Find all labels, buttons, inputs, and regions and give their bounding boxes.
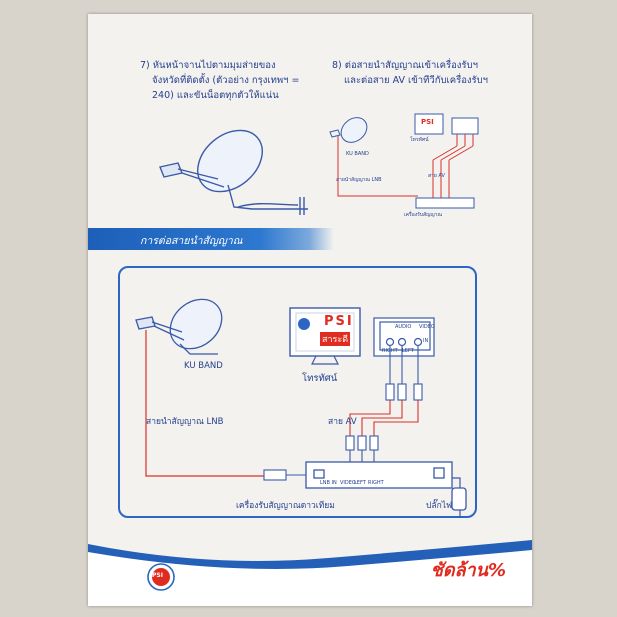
step8-line1: 8) ต่อสายนำสัญญาณเข้าเครื่องรับฯ bbox=[332, 60, 478, 71]
tv-back-panel bbox=[373, 317, 435, 357]
satellite-receiver bbox=[305, 461, 453, 489]
mini-tv-logo: PSI bbox=[421, 118, 434, 126]
step7-dish-illustration bbox=[159, 129, 308, 215]
step8-line2: และต่อสาย AV เข้าทีวีกับเครื่องรับฯ bbox=[344, 75, 489, 86]
manual-page: 7) หันหน้าจานไปตามมุมส่ายของ จังหวัดที่ต… bbox=[88, 14, 532, 606]
lnb-connector bbox=[263, 469, 306, 481]
satellite-dish bbox=[135, 298, 223, 355]
brand-slogan: ชัดล้าน% bbox=[430, 560, 506, 581]
receiver-label: เครื่องรับสัญญาณดาวเทียม bbox=[236, 501, 335, 511]
tv-channel: สาระดี bbox=[320, 332, 351, 346]
receiver-port-lnb: LNB IN bbox=[320, 480, 337, 486]
in-port-label: IN bbox=[423, 338, 429, 344]
tv-label: โทรทัศน์ bbox=[302, 373, 338, 384]
step8-mini-diagram: PSI bbox=[329, 113, 479, 209]
plug-label: ปลั๊กไฟ bbox=[426, 501, 453, 511]
mini-tv-label: โทรทัศน์ bbox=[410, 137, 429, 143]
left-port-label: LEFT bbox=[402, 348, 414, 354]
section-title: การต่อสายนำสัญญาณ bbox=[140, 235, 243, 247]
dish-label: KU BAND bbox=[184, 361, 223, 371]
connection-diagram bbox=[135, 298, 467, 518]
audio-port-label: AUDIO bbox=[395, 324, 412, 330]
psi-logo-text: PSI bbox=[152, 572, 163, 579]
mini-av-label: สาย AV bbox=[428, 173, 445, 179]
lnb-cable-label: สายนำสัญญาณ LNB bbox=[146, 417, 224, 427]
psi-logo-icon bbox=[147, 563, 175, 591]
tv-brand: PSI bbox=[324, 314, 354, 329]
av-cable-red-lines bbox=[349, 400, 419, 436]
right-port-label: RIGHT bbox=[382, 348, 398, 354]
mini-receiver-label: เครื่องรับสัญญาณ bbox=[404, 212, 443, 218]
power-plug-icon bbox=[451, 487, 467, 511]
section-banner: การต่อสายนำสัญญาณ bbox=[88, 228, 334, 250]
footer-swoosh bbox=[88, 540, 532, 606]
lnb-cable bbox=[145, 330, 264, 477]
step7-line3: 240) และขันน็อตทุกตัวให้แน่น bbox=[152, 90, 279, 101]
receiver-port-left: LEFT bbox=[354, 480, 366, 486]
mini-dish-label: KU BAND bbox=[346, 151, 369, 157]
mini-lnb-label: สายนำสัญญาณ LNB bbox=[336, 177, 382, 183]
step7-line2: จังหวัดที่ติดตั้ง (ตัวอย่าง กรุงเทพฯ = bbox=[152, 75, 300, 86]
av-cable-label: สาย AV bbox=[328, 417, 357, 427]
receiver-port-video: VIDEO bbox=[340, 480, 356, 486]
step7-line1: 7) หันหน้าจานไปตามมุมส่ายของ bbox=[140, 60, 276, 71]
av-cable-receiver-side bbox=[345, 435, 379, 462]
tv-psi-logo bbox=[298, 318, 310, 330]
receiver-port-right: RIGHT bbox=[368, 480, 384, 486]
video-port-label: VIDEO bbox=[419, 324, 435, 330]
connection-diagram-frame bbox=[118, 266, 477, 518]
